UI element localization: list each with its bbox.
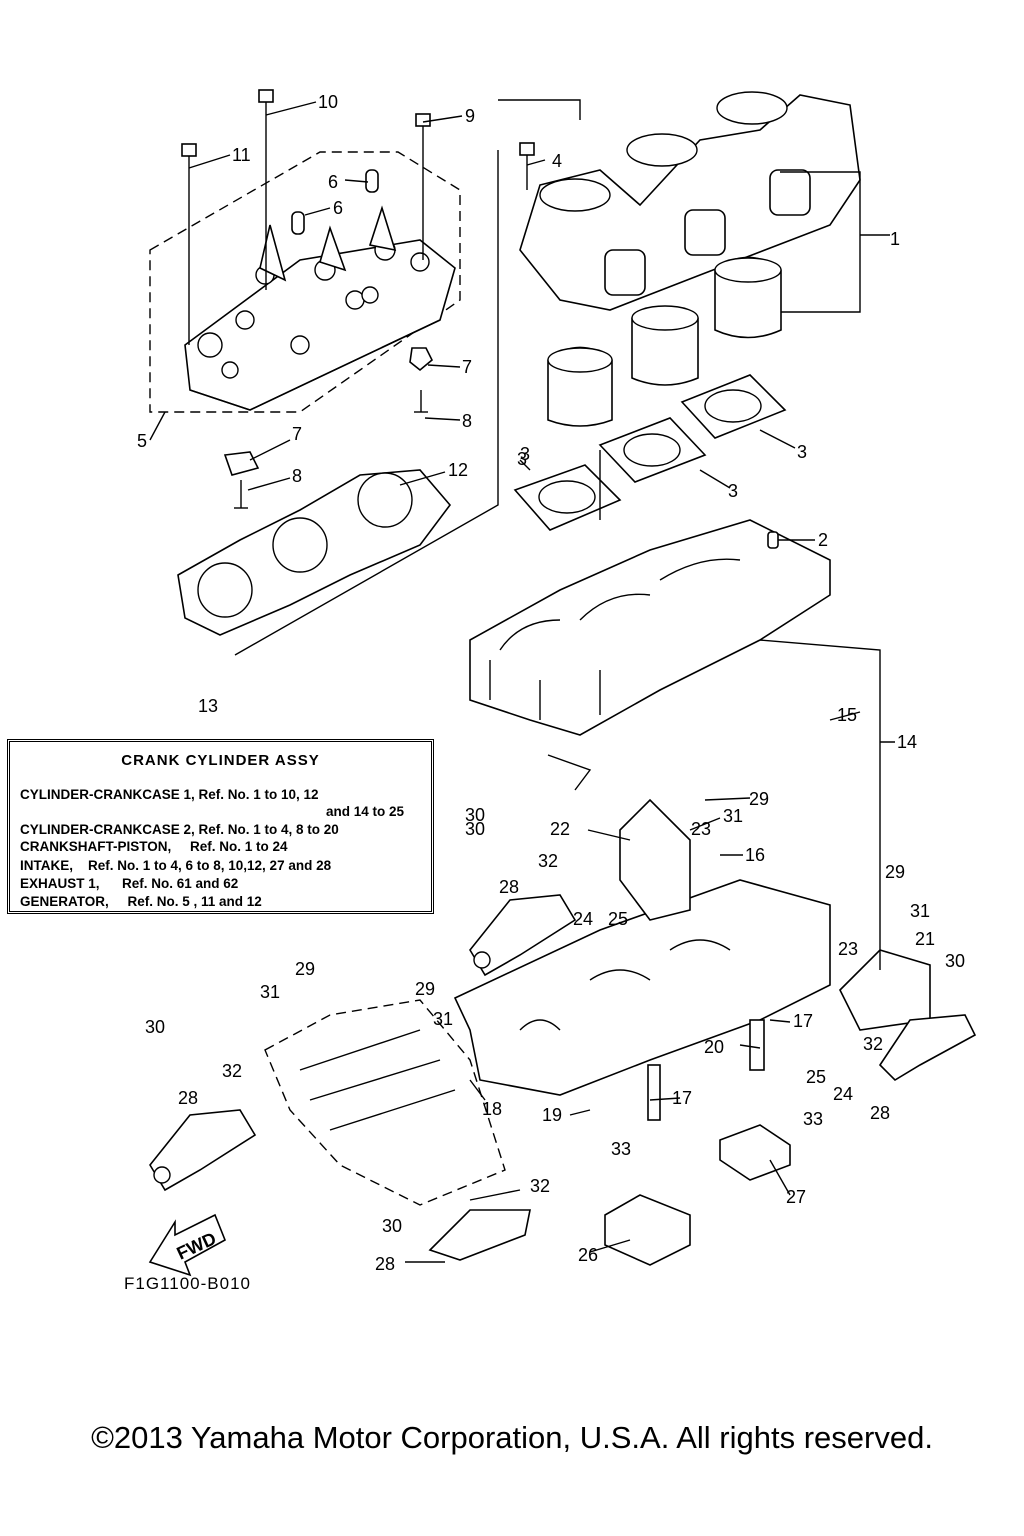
callout: 22: [550, 819, 570, 839]
callout: 3: [728, 481, 738, 501]
figure-code: F1G1100-B010: [124, 1274, 251, 1293]
callout: 31: [910, 901, 930, 921]
lower-crankcase: [453, 879, 831, 1121]
callout: 24: [833, 1084, 853, 1104]
callout: 7: [462, 357, 472, 377]
callout: 10: [318, 92, 338, 112]
callout: 28: [870, 1103, 890, 1123]
assy-line: EXHAUST 1, Ref. No. 61 and 62: [20, 876, 239, 891]
callout-numbers: 1 2 3 3 3 3 4 5 6 6 7 7 8 8 9 10 11 12 1…: [137, 92, 965, 1274]
callout: 28: [375, 1254, 395, 1274]
leader-lines: [149, 99, 895, 1263]
assy-title: CRANK CYLINDER ASSY: [121, 752, 320, 769]
callout: 30: [382, 1216, 402, 1236]
assy-line: CYLINDER-CRANKCASE 1, Ref. No. 1 to 10, …: [20, 787, 319, 802]
copyright-notice: ©2013 Yamaha Motor Corporation, U.S.A. A…: [91, 1420, 933, 1455]
callout: 25: [608, 909, 628, 929]
callout: 6: [328, 172, 338, 192]
callout: 14: [897, 732, 917, 752]
assy-line: INTAKE, Ref. No. 1 to 4, 6 to 8, 10,12, …: [20, 858, 332, 873]
callout: 32: [863, 1034, 883, 1054]
callout: 21: [915, 929, 935, 949]
fwd-arrow: FWD: [148, 1213, 227, 1277]
callout: 27: [786, 1187, 806, 1207]
callout: 29: [415, 979, 435, 999]
callout: 26: [578, 1245, 598, 1265]
callout: 23: [838, 939, 858, 959]
reed-valves: [619, 798, 931, 1031]
callout: 32: [530, 1176, 550, 1196]
callout: 25: [806, 1067, 826, 1087]
pistons: [547, 256, 782, 427]
engine-mounts: [149, 894, 977, 1261]
callout: 8: [292, 466, 302, 486]
callout: 4: [552, 151, 562, 171]
callout: 3: [520, 444, 530, 464]
callout: 31: [433, 1009, 453, 1029]
crankcase-side-cover: [264, 999, 506, 1206]
callout: 30: [945, 951, 965, 971]
head-bolts: [181, 89, 535, 345]
callout: 31: [260, 982, 280, 1002]
callout: 20: [704, 1037, 724, 1057]
cylinder-block: [519, 91, 890, 313]
callout: 30: [145, 1017, 165, 1037]
callout: 3: [797, 442, 807, 462]
callout: 31: [723, 806, 743, 826]
cylinder-head-group: [149, 151, 461, 413]
assy-line: GENERATOR, Ref. No. 5 , 11 and 12: [20, 894, 262, 909]
callout: 29: [885, 862, 905, 882]
head-mounts: [223, 347, 433, 509]
callout: 19: [542, 1105, 562, 1125]
callout: 8: [462, 411, 472, 431]
callout: 1: [890, 229, 900, 249]
callout: 12: [448, 460, 468, 480]
crank-cylinder-assy-box: CRANK CYLINDER ASSY CYLINDER-CRANKCASE 1…: [7, 739, 434, 914]
callout: 3: [517, 449, 527, 469]
callout: 18: [482, 1099, 502, 1119]
callout: 29: [749, 789, 769, 809]
callout: 29: [295, 959, 315, 979]
callout: 33: [803, 1109, 823, 1129]
callout: 32: [222, 1061, 242, 1081]
callout: 9: [465, 106, 475, 126]
callout: 11: [232, 145, 251, 165]
callout: 5: [137, 431, 147, 451]
callout: 16: [745, 845, 765, 865]
callout: 7: [292, 424, 302, 444]
callout: 30: [465, 819, 485, 839]
callout: 28: [178, 1088, 198, 1108]
pads: [604, 1124, 791, 1266]
callout: 33: [611, 1139, 631, 1159]
base-gaskets: [513, 374, 787, 531]
callout: 6: [333, 198, 343, 218]
assy-line: CYLINDER-CRANKCASE 2, Ref. No. 1 to 4, 8…: [20, 822, 339, 837]
callout: 24: [573, 909, 593, 929]
callout: 15: [837, 705, 857, 725]
assy-line: CRANKSHAFT-PISTON, Ref. No. 1 to 24: [20, 839, 288, 854]
upper-crankcase: [469, 519, 831, 736]
callout: 28: [499, 877, 519, 897]
callout: 17: [672, 1088, 692, 1108]
callout: 30: [465, 805, 485, 825]
head-gasket: [177, 469, 452, 636]
callout: 13: [198, 696, 218, 716]
assy-line: and 14 to 25: [326, 804, 405, 819]
callout: 23: [691, 819, 711, 839]
callout: 17: [793, 1011, 813, 1031]
callout: 32: [538, 851, 558, 871]
callout: 2: [818, 530, 828, 550]
